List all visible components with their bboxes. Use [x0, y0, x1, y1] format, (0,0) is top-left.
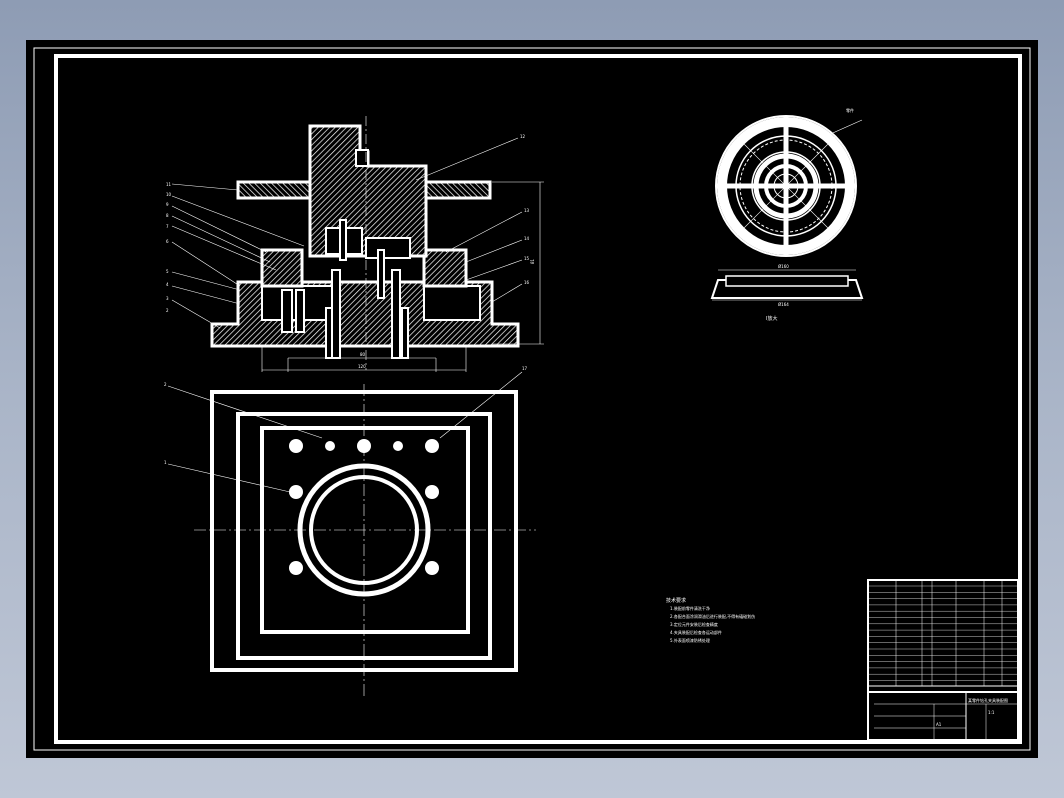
pin-right — [391, 269, 401, 359]
balloon-3: 3 — [166, 296, 169, 301]
plan-balloon-17: 17 — [522, 366, 528, 371]
detail-dim-lower: Ø164 — [778, 302, 789, 307]
technical-notes: 技术要求 1.装配前零件清洗干净 2.各配合面涂润滑油后进行装配,不得有磕碰划伤… — [666, 597, 755, 643]
detail-dim-upper: Ø160 — [778, 264, 789, 269]
balloon-8: 8 — [166, 213, 169, 218]
cad-drawing: 11 10 9 8 7 6 5 4 3 2 12 13 14 15 16 80 … — [33, 47, 1031, 751]
balloon-5: 5 — [166, 269, 169, 274]
drawing-sheet: 11 10 9 8 7 6 5 4 3 2 12 13 14 15 16 80 … — [26, 40, 1038, 758]
dim-right: 81 — [530, 258, 535, 264]
balloon-12: 12 — [520, 134, 526, 139]
balloon-10: 10 — [166, 192, 172, 197]
balloon-14: 14 — [524, 236, 530, 241]
balloon-6: 6 — [166, 239, 169, 244]
plan-view — [167, 371, 536, 696]
title-sheet: A1 — [936, 722, 942, 727]
dim-bottom-upper: 80 — [360, 352, 366, 357]
note-4: 4.夹具装配后检查各运动部件 — [670, 629, 722, 635]
note-1: 1.装配前零件清洗干净 — [670, 605, 710, 611]
drawing-title: 某零件钻孔夹具装配图 — [968, 697, 1008, 703]
balloon-11: 11 — [166, 182, 172, 187]
detail-labels: 零件 Ø160 Ø164 Ⅰ放大 — [766, 107, 854, 322]
title-block-text: 某零件钻孔夹具装配图 1:1 A1 — [936, 697, 1008, 727]
dim-bottom-lower: 120 — [358, 364, 366, 369]
detail-label: Ⅰ放大 — [766, 315, 777, 322]
note-3: 3.定位元件安装后检查精度 — [670, 621, 718, 627]
balloon-13: 13 — [524, 208, 530, 213]
flange-right — [424, 180, 492, 200]
detail-leader-text: 零件 — [846, 107, 854, 113]
plan-balloon-1: 1 — [164, 460, 167, 465]
balloon-7: 7 — [166, 224, 169, 229]
flange-left — [236, 180, 312, 200]
section-balloons: 11 10 9 8 7 6 5 4 3 2 12 13 14 15 16 80 … — [166, 134, 535, 369]
plan-balloons: 2 1 17 — [164, 366, 528, 465]
title-block — [867, 579, 1019, 741]
holes — [289, 439, 439, 575]
ring-block-left — [260, 248, 304, 288]
balloon-16: 16 — [524, 280, 530, 285]
parts-list-rows — [868, 585, 1018, 681]
sheet-border — [33, 47, 1031, 751]
balloon-9: 9 — [166, 202, 169, 207]
title-scale: 1:1 — [988, 710, 995, 715]
balloon-15: 15 — [524, 256, 530, 261]
section-view — [171, 116, 544, 372]
ring-block-right — [422, 248, 468, 288]
balloon-4: 4 — [166, 282, 169, 287]
pin-left — [331, 269, 341, 359]
notes-title: 技术要求 — [666, 597, 686, 604]
plan-balloon-2: 2 — [164, 382, 167, 387]
note-5: 5.外表面喷漆防锈处理 — [670, 637, 710, 643]
note-2: 2.各配合面涂润滑油后进行装配,不得有磕碰划伤 — [670, 613, 755, 619]
balloon-2: 2 — [166, 308, 169, 313]
detail-view — [710, 115, 864, 301]
